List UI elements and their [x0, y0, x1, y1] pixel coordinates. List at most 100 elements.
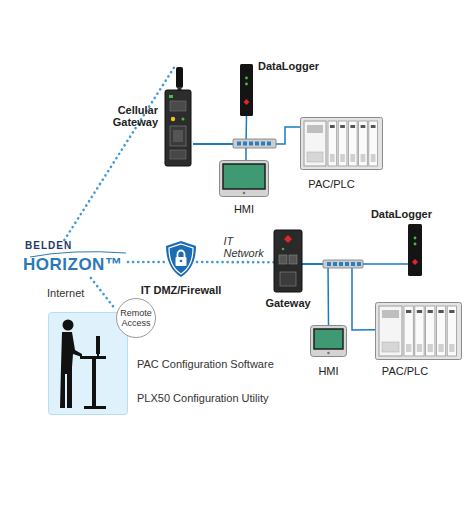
- plc-rack-icon-part: [376, 303, 462, 360]
- plc-rack-icon: [300, 117, 383, 170]
- shield-lock-icon-part: [180, 260, 183, 263]
- network-link-dotted: [128, 261, 165, 264]
- cellular-gateway-icon-part: [182, 118, 185, 121]
- network-switch: [233, 139, 276, 148]
- cellular-gateway-icon-part: [176, 67, 183, 88]
- network-zone-label: Internet: [47, 287, 107, 299]
- network-switch-part: [267, 142, 271, 146]
- device-label: HMI: [305, 365, 352, 377]
- remote-access-circle: Remote Access: [116, 298, 156, 338]
- plc-rack-icon-part: [307, 152, 323, 162]
- datalogger: DataLogger: [408, 224, 422, 276]
- network-switch-part: [237, 142, 241, 146]
- software-label: PLX50 Configuration Utility: [137, 392, 327, 404]
- plc-rack-icon-part: [361, 154, 366, 162]
- gateway-icon-part: [282, 248, 284, 250]
- device-label: PAC/PLC: [375, 365, 435, 377]
- plc-rack-icon-part: [382, 342, 399, 352]
- gateway-icon-part: [289, 255, 297, 264]
- plc-rack-icon-part: [382, 310, 399, 318]
- gateway-icon-part: [279, 255, 287, 264]
- plc-rack-icon-part: [361, 125, 366, 128]
- plc-rack-icon-part: [301, 118, 383, 170]
- datalogger-icon-part: [408, 224, 422, 276]
- network-switch-part: [243, 142, 247, 146]
- device-label: PAC/PLC: [290, 178, 373, 190]
- cellular-gateway-icon-part: [165, 90, 191, 166]
- network-switch-part: [327, 262, 331, 266]
- shield-lock-icon-part: [176, 257, 187, 266]
- hmi-panel-icon-part: [311, 326, 347, 357]
- hmi-panel-icon: [219, 160, 269, 197]
- circle-label: Remote Access: [116, 308, 156, 328]
- datalogger-icon: [408, 224, 422, 276]
- cellular-gateway-icon-part: [171, 117, 175, 121]
- gateway-icon-part: [280, 272, 296, 286]
- plc-rack-icon-part: [438, 310, 443, 313]
- device-label: Cellular Gateway: [100, 104, 158, 128]
- plc-rack-icon-part: [415, 306, 424, 356]
- workstation-illustration-part: [92, 359, 96, 407]
- belden-horizon-logo: BELDENHORIZON™: [22, 240, 128, 278]
- hmi-panel-icon: [310, 325, 347, 357]
- datalogger-icon-part: [414, 237, 417, 240]
- workstation-illustration-part: [63, 320, 74, 331]
- device-label: DataLogger: [258, 60, 328, 72]
- network-switch-part: [339, 262, 343, 266]
- network-switch-part: [345, 262, 349, 266]
- network-switch-part: [249, 142, 253, 146]
- cellular-gateway-icon-part: [169, 95, 173, 98]
- firewall-shield: IT DMZ/Firewall: [165, 240, 197, 278]
- hmi: HMI: [310, 325, 347, 357]
- plc-rack-icon-part: [350, 125, 355, 128]
- shield-lock-icon: [165, 240, 197, 278]
- network-switch-part: [357, 262, 361, 266]
- edge-label: IT Network: [224, 235, 272, 259]
- plc-rack-icon-part: [449, 344, 454, 352]
- plc-rack-icon-part: [350, 154, 355, 162]
- plc-rack-icon-part: [340, 125, 345, 128]
- plc-rack-icon-part: [436, 306, 445, 356]
- plc-rack-icon-part: [328, 121, 337, 166]
- plc-rack-icon-part: [359, 121, 368, 166]
- plc-rack-icon-part: [369, 121, 378, 166]
- plc-rack-icon-part: [307, 125, 323, 133]
- shield-lock-icon-part: [166, 241, 196, 277]
- ethernet-wire: [302, 264, 329, 325]
- network-switch: [323, 260, 363, 268]
- network-switch-part: [351, 262, 355, 266]
- gateway-icon-part: [284, 235, 292, 243]
- plc-rack-icon-part: [379, 306, 402, 356]
- workstation-illustration: [48, 312, 128, 415]
- plc-rack-icon-part: [406, 344, 411, 352]
- plc-rack-icon-part: [338, 121, 347, 166]
- workstation-illustration-part: [60, 332, 82, 408]
- hmi-panel-icon-part: [314, 329, 343, 349]
- datalogger: DataLogger: [240, 64, 253, 116]
- datalogger-icon-part: [240, 64, 253, 116]
- engineering-workstation: PAC Configuration SoftwarePLX50 Configur…: [48, 312, 128, 415]
- gateway: Gateway: [274, 230, 302, 292]
- cellular-gateway-icon-part: [170, 101, 186, 111]
- plc-rack-icon-part: [371, 125, 376, 128]
- hmi-panel-icon-part: [220, 161, 269, 197]
- hmi-panel-icon-part: [327, 352, 330, 355]
- network-switch-part: [233, 139, 276, 148]
- datalogger-icon-part: [245, 77, 248, 80]
- plc-rack-icon-part: [449, 310, 454, 313]
- plc-rack-icon-part: [348, 121, 357, 166]
- network-switch-part: [255, 142, 259, 146]
- workstation-illustration-part: [49, 313, 128, 415]
- pac-plc: PAC/PLC: [375, 302, 462, 360]
- plc-rack-icon-part: [426, 306, 435, 356]
- plc-rack-icon-part: [304, 121, 326, 166]
- plc-rack-icon-part: [330, 125, 335, 128]
- datalogger-icon-part: [245, 83, 248, 86]
- plc-rack-icon-part: [330, 154, 335, 162]
- cellular-gateway-icon: [163, 66, 193, 166]
- ethernet-wire: [302, 264, 375, 330]
- plc-rack-icon: [375, 302, 462, 360]
- plc-rack-icon-part: [428, 344, 433, 352]
- network-link-dotted: [197, 261, 274, 264]
